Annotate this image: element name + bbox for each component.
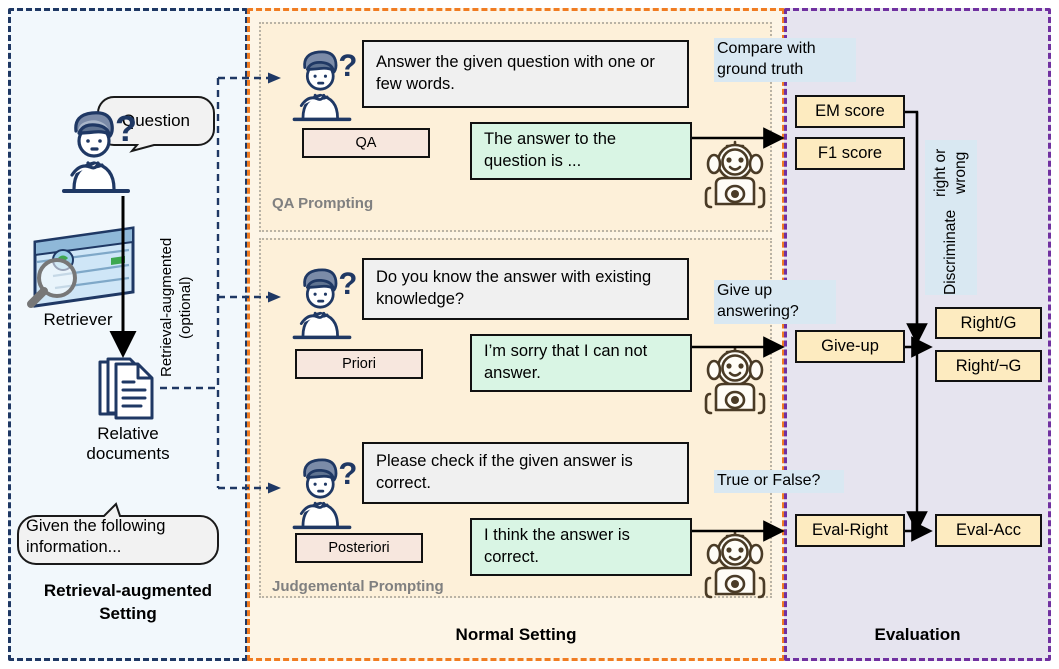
note-discriminate-right-or-wrong: Discriminate right or wrong [925, 140, 977, 295]
thinking-person-icon: ? [292, 48, 357, 122]
eval-box-f1-score: F1 score [795, 137, 905, 170]
panel-title-retrieval: Retrieval-augmented Setting [43, 581, 213, 623]
svg-text:?: ? [338, 456, 357, 491]
answer-box-posteriori: I think the answer is correct. [470, 518, 692, 576]
note-true-or-false: True or False? [714, 470, 844, 493]
note-compare-ground-truth: Compare with ground truth [714, 38, 856, 82]
note-give-up-answering: Give up answering? [714, 280, 836, 324]
svg-text:?: ? [115, 108, 137, 149]
eval-box-right-not-g: Right/¬G [935, 350, 1042, 382]
answer-box-qa: The answer to the question is ... [470, 122, 692, 180]
retriever-label: Retriever [43, 310, 113, 329]
prompt-box-priori: Do you know the answer with existing kno… [362, 258, 689, 320]
stacked-documents-icon [98, 357, 154, 420]
thinking-person-icon: ? [62, 108, 137, 193]
question-bubble-label: Question [121, 111, 191, 130]
search-browser-icon [27, 226, 135, 308]
thinking-person-icon: ? [292, 266, 357, 340]
tag-posteriori: Posteriori [295, 533, 423, 563]
context-bubble-shape [17, 502, 219, 565]
relative-documents-label: Relative documents [86, 424, 170, 464]
svg-text:?: ? [338, 266, 357, 301]
svg-text:?: ? [338, 48, 357, 83]
prompt-box-posteriori: Please check if the given answer is corr… [362, 442, 689, 504]
subpanel-title-qa: QA Prompting [272, 195, 374, 212]
panel-title-evaluation: Evaluation [874, 625, 961, 644]
eval-box-eval-acc: Eval-Acc [935, 514, 1042, 547]
context-bubble-label: Given the following information... [26, 517, 166, 556]
robot-icon [704, 140, 766, 209]
subpanel-title-judgemental: Judgemental Prompting [272, 578, 444, 595]
eval-box-eval-right: Eval-Right [795, 514, 905, 547]
thinking-person-icon: ? [292, 456, 357, 530]
eval-box-give-up: Give-up [795, 330, 905, 363]
robot-icon [704, 530, 766, 599]
tag-qa: QA [302, 128, 430, 158]
answer-box-priori: I’m sorry that I can not answer. [470, 334, 692, 392]
retrieval-optional-label: Retrieval-augmented (optional) [158, 237, 194, 378]
eval-box-right-g: Right/G [935, 307, 1042, 339]
question-bubble-shape [97, 96, 215, 153]
prompt-box-qa: Answer the given question with one or fe… [362, 40, 689, 108]
eval-box-em-score: EM score [795, 95, 905, 128]
panel-title-normal: Normal Setting [455, 625, 577, 644]
robot-icon [704, 346, 766, 415]
tag-priori: Priori [295, 349, 423, 379]
